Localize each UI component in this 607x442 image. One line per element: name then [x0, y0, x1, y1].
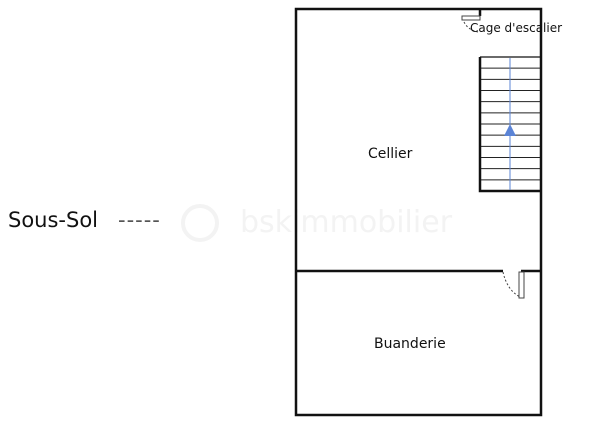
watermark-logo: bskimmobilier — [240, 205, 453, 240]
room-label-cellier: Cellier — [368, 146, 413, 162]
staircase — [478, 56, 540, 193]
level-label: Sous-Sol — [8, 208, 99, 232]
buanderie-door-swing — [502, 271, 521, 298]
buanderie-door-leaf — [518, 271, 525, 299]
walls — [294, 7, 543, 417]
stair-up-arrow-icon — [504, 124, 516, 136]
watermark-icon — [181, 204, 219, 242]
room-label-cage-escalier: Cage d'escalier — [470, 21, 563, 35]
stair-door-swing — [463, 21, 479, 33]
stair-door-leaf — [461, 15, 481, 21]
room-label-buanderie: Buanderie — [374, 336, 446, 352]
level-connector: ----- — [118, 208, 161, 232]
